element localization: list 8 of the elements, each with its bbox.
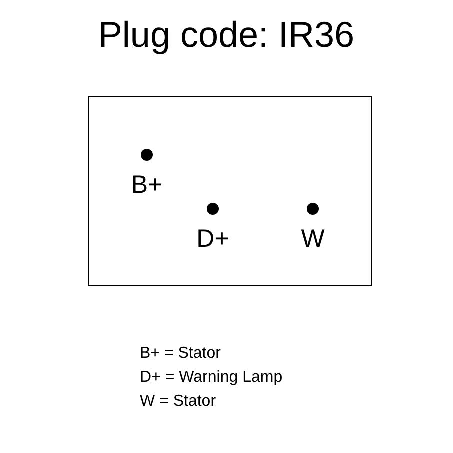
pin-label: D+ bbox=[196, 227, 230, 252]
pin-label: W bbox=[301, 227, 325, 252]
title: Plug code: IR36 bbox=[97, 13, 356, 57]
legend-note: B+ = Stator bbox=[140, 344, 222, 364]
legend-note: W = Stator bbox=[140, 392, 218, 412]
plug-outline bbox=[88, 96, 372, 286]
pin-label: B+ bbox=[131, 173, 163, 198]
legend-note: D+ = Warning Lamp bbox=[140, 368, 283, 388]
